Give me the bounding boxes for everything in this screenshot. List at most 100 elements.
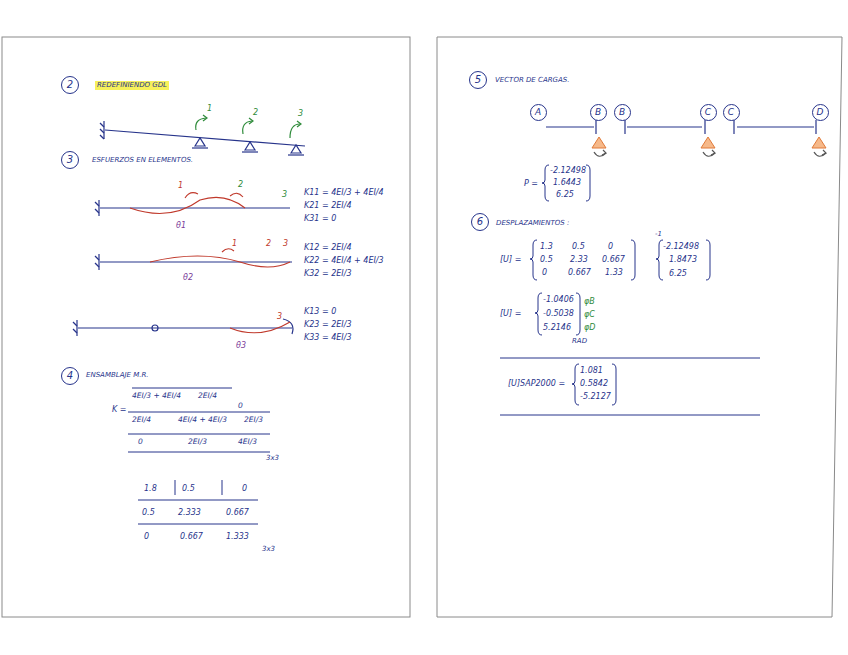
handwritten-note: 2EI/3 bbox=[244, 416, 263, 424]
marker-text: 6 bbox=[477, 217, 483, 227]
handwritten-note: 2EI/3 bbox=[188, 438, 207, 446]
circled-marker: C bbox=[723, 104, 740, 121]
circled-marker: B bbox=[590, 104, 607, 121]
handwritten-note: 3 bbox=[277, 313, 282, 321]
handwritten-note: φB bbox=[584, 298, 595, 306]
handwritten-note: K11 = 4EI/3 + 4EI/4 bbox=[304, 189, 384, 197]
handwritten-note: 6.25 bbox=[669, 270, 687, 278]
handwritten-note: φD bbox=[584, 324, 595, 332]
handwritten-note: K32 = 2EI/3 bbox=[304, 270, 352, 278]
handwritten-note: 6.25 bbox=[556, 191, 574, 199]
handwritten-note: [U] = bbox=[500, 256, 521, 264]
handwritten-note: K21 = 2EI/4 bbox=[304, 202, 352, 210]
handwritten-note: ENSAMBLAJE M.R. bbox=[86, 372, 149, 379]
handwritten-note: 2EI/4 bbox=[198, 392, 217, 400]
handwritten-note: φC bbox=[584, 311, 595, 319]
handwritten-note: 2 bbox=[253, 109, 258, 117]
handwritten-note: K31 = 0 bbox=[304, 215, 336, 223]
handwritten-note: K22 = 4EI/4 + 4EI/3 bbox=[304, 257, 384, 265]
handwritten-note: 1.333 bbox=[226, 533, 249, 541]
handwritten-note: 4EI/3 + 4EI/4 bbox=[132, 392, 181, 400]
handwritten-note: 1 bbox=[207, 105, 212, 113]
marker-text: C bbox=[728, 108, 734, 117]
handwritten-note: θ2 bbox=[183, 274, 193, 282]
handwritten-note: 1.081 bbox=[580, 367, 603, 375]
handwritten-note: VECTOR DE CARGAS. bbox=[495, 77, 569, 84]
handwritten-note: 2.33 bbox=[570, 256, 588, 264]
handwritten-note: θ1 bbox=[176, 222, 186, 230]
handwritten-note: 3x3 bbox=[266, 455, 279, 462]
handwritten-note: 2 bbox=[238, 181, 243, 189]
handwritten-note: -2.12498 bbox=[550, 167, 586, 175]
handwritten-note: -2.12498 bbox=[663, 243, 699, 251]
handwritten-note: -0.5038 bbox=[543, 310, 574, 318]
circled-marker: 3 bbox=[61, 151, 79, 169]
handwritten-note: P = bbox=[524, 180, 538, 188]
marker-text: A bbox=[535, 108, 541, 117]
handwritten-note: 0 bbox=[138, 438, 143, 446]
handwritten-note: K12 = 2EI/4 bbox=[304, 244, 352, 252]
handwritten-note: K33 = 4EI/3 bbox=[304, 334, 352, 342]
handwritten-note: RAD bbox=[572, 338, 587, 345]
handwritten-note: 0 bbox=[238, 402, 243, 410]
handwritten-note: 0.667 bbox=[226, 509, 249, 517]
marker-text: C bbox=[705, 108, 711, 117]
handwritten-note: 4EI/3 bbox=[238, 438, 257, 446]
handwritten-note: 0 bbox=[608, 243, 613, 251]
circled-marker: 5 bbox=[469, 71, 487, 89]
circled-marker: A bbox=[530, 104, 547, 121]
handwritten-note: 1 bbox=[232, 240, 237, 248]
handwritten-note: -5.2127 bbox=[580, 393, 611, 401]
handwritten-note: 2.333 bbox=[178, 509, 201, 517]
handwritten-note: 1.8 bbox=[144, 485, 157, 493]
circled-marker: 6 bbox=[471, 213, 489, 231]
marker-text: B bbox=[619, 108, 625, 117]
handwritten-note: -1.0406 bbox=[543, 296, 574, 304]
marker-text: B bbox=[595, 108, 601, 117]
highlighted-heading: REDEFINIENDO GDL bbox=[95, 81, 169, 90]
handwritten-note: 0 bbox=[542, 269, 547, 277]
handwritten-note: θ3 bbox=[236, 342, 246, 350]
handwritten-note: ESFUERZOS EN ELEMENTOS. bbox=[92, 157, 193, 164]
handwritten-note: 0.667 bbox=[180, 533, 203, 541]
handwritten-note: -1 bbox=[655, 231, 662, 238]
handwritten-note: 0 bbox=[144, 533, 149, 541]
marker-text: 2 bbox=[67, 80, 73, 90]
handwritten-note: K = bbox=[112, 406, 127, 414]
handwritten-note: [U]SAP2000 = bbox=[508, 380, 565, 388]
handwritten-note: 0 bbox=[242, 485, 247, 493]
handwritten-note: 0.667 bbox=[568, 269, 591, 277]
handwritten-note: 0.5842 bbox=[580, 380, 608, 388]
handwritten-note: 1 bbox=[178, 182, 183, 190]
handwritten-note: 1.6443 bbox=[553, 179, 581, 187]
handwritten-note: 3 bbox=[282, 191, 287, 199]
handwritten-note: 3 bbox=[298, 110, 303, 118]
handwritten-note: 3x3 bbox=[262, 546, 275, 553]
handwritten-note: 2EI/4 bbox=[132, 416, 151, 424]
handwritten-note: [U] = bbox=[500, 310, 521, 318]
handwritten-note: 2 bbox=[266, 240, 271, 248]
handwritten-note: 1.33 bbox=[605, 269, 623, 277]
handwritten-note: 1.8473 bbox=[669, 256, 697, 264]
handwritten-note: 0.5 bbox=[572, 243, 585, 251]
handwritten-note: 0.5 bbox=[142, 509, 155, 517]
handwritten-note: 0.667 bbox=[602, 256, 625, 264]
marker-text: 4 bbox=[67, 371, 73, 381]
circled-marker: 2 bbox=[61, 76, 79, 94]
marker-text: 3 bbox=[67, 155, 73, 165]
circled-marker: 4 bbox=[61, 367, 79, 385]
handwritten-note: 1.3 bbox=[540, 243, 553, 251]
handwritten-note: 5.2146 bbox=[543, 324, 571, 332]
handwritten-note: 4EI/4 + 4EI/3 bbox=[178, 416, 227, 424]
circled-marker: D bbox=[812, 104, 829, 121]
handwritten-note: 3 bbox=[283, 240, 288, 248]
handwritten-note: DESPLAZAMIENTOS : bbox=[496, 220, 569, 227]
handwritten-note: 0.5 bbox=[540, 256, 553, 264]
handwritten-note: 0.5 bbox=[182, 485, 195, 493]
circled-marker: B bbox=[614, 104, 631, 121]
marker-text: 5 bbox=[475, 75, 481, 85]
circled-marker: C bbox=[700, 104, 717, 121]
marker-text: D bbox=[817, 108, 824, 117]
